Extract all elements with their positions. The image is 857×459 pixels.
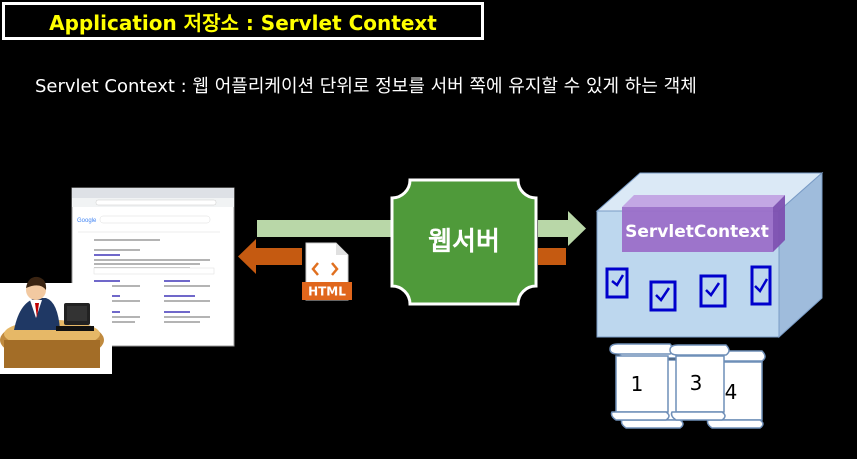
document-number: 3 <box>690 371 703 395</box>
web-server-node: 웹서버 <box>390 178 538 306</box>
page-title: Application 저장소 : Servlet Context <box>49 10 437 35</box>
checkbox-icon <box>699 274 727 308</box>
user-at-computer-icon <box>0 276 112 374</box>
web-server-label: 웹서버 <box>428 227 500 257</box>
html-label: HTML <box>308 285 346 299</box>
html-file-icon: HTML <box>302 242 352 301</box>
checkbox-icon <box>750 265 772 306</box>
document-page: 1 <box>609 343 674 421</box>
document-stack: 2 1 4 3 <box>609 343 766 429</box>
subtitle: Servlet Context : 웹 어플리케이션 단위로 정보를 서버 쪽에… <box>35 76 697 97</box>
servlet-context-label: ServletContext <box>625 222 769 242</box>
title-box: Application 저장소 : Servlet Context <box>2 2 484 40</box>
document-number: 1 <box>631 372 644 396</box>
svg-text:Google: Google <box>77 218 97 224</box>
checkbox-icon <box>605 267 629 299</box>
document-page: 3 <box>669 344 730 421</box>
document-number: 4 <box>725 380 738 404</box>
response-arrow <box>238 239 566 274</box>
servlet-context-box: ServletContext <box>622 195 785 252</box>
checkbox-icon <box>649 280 677 312</box>
request-arrow <box>257 211 586 246</box>
